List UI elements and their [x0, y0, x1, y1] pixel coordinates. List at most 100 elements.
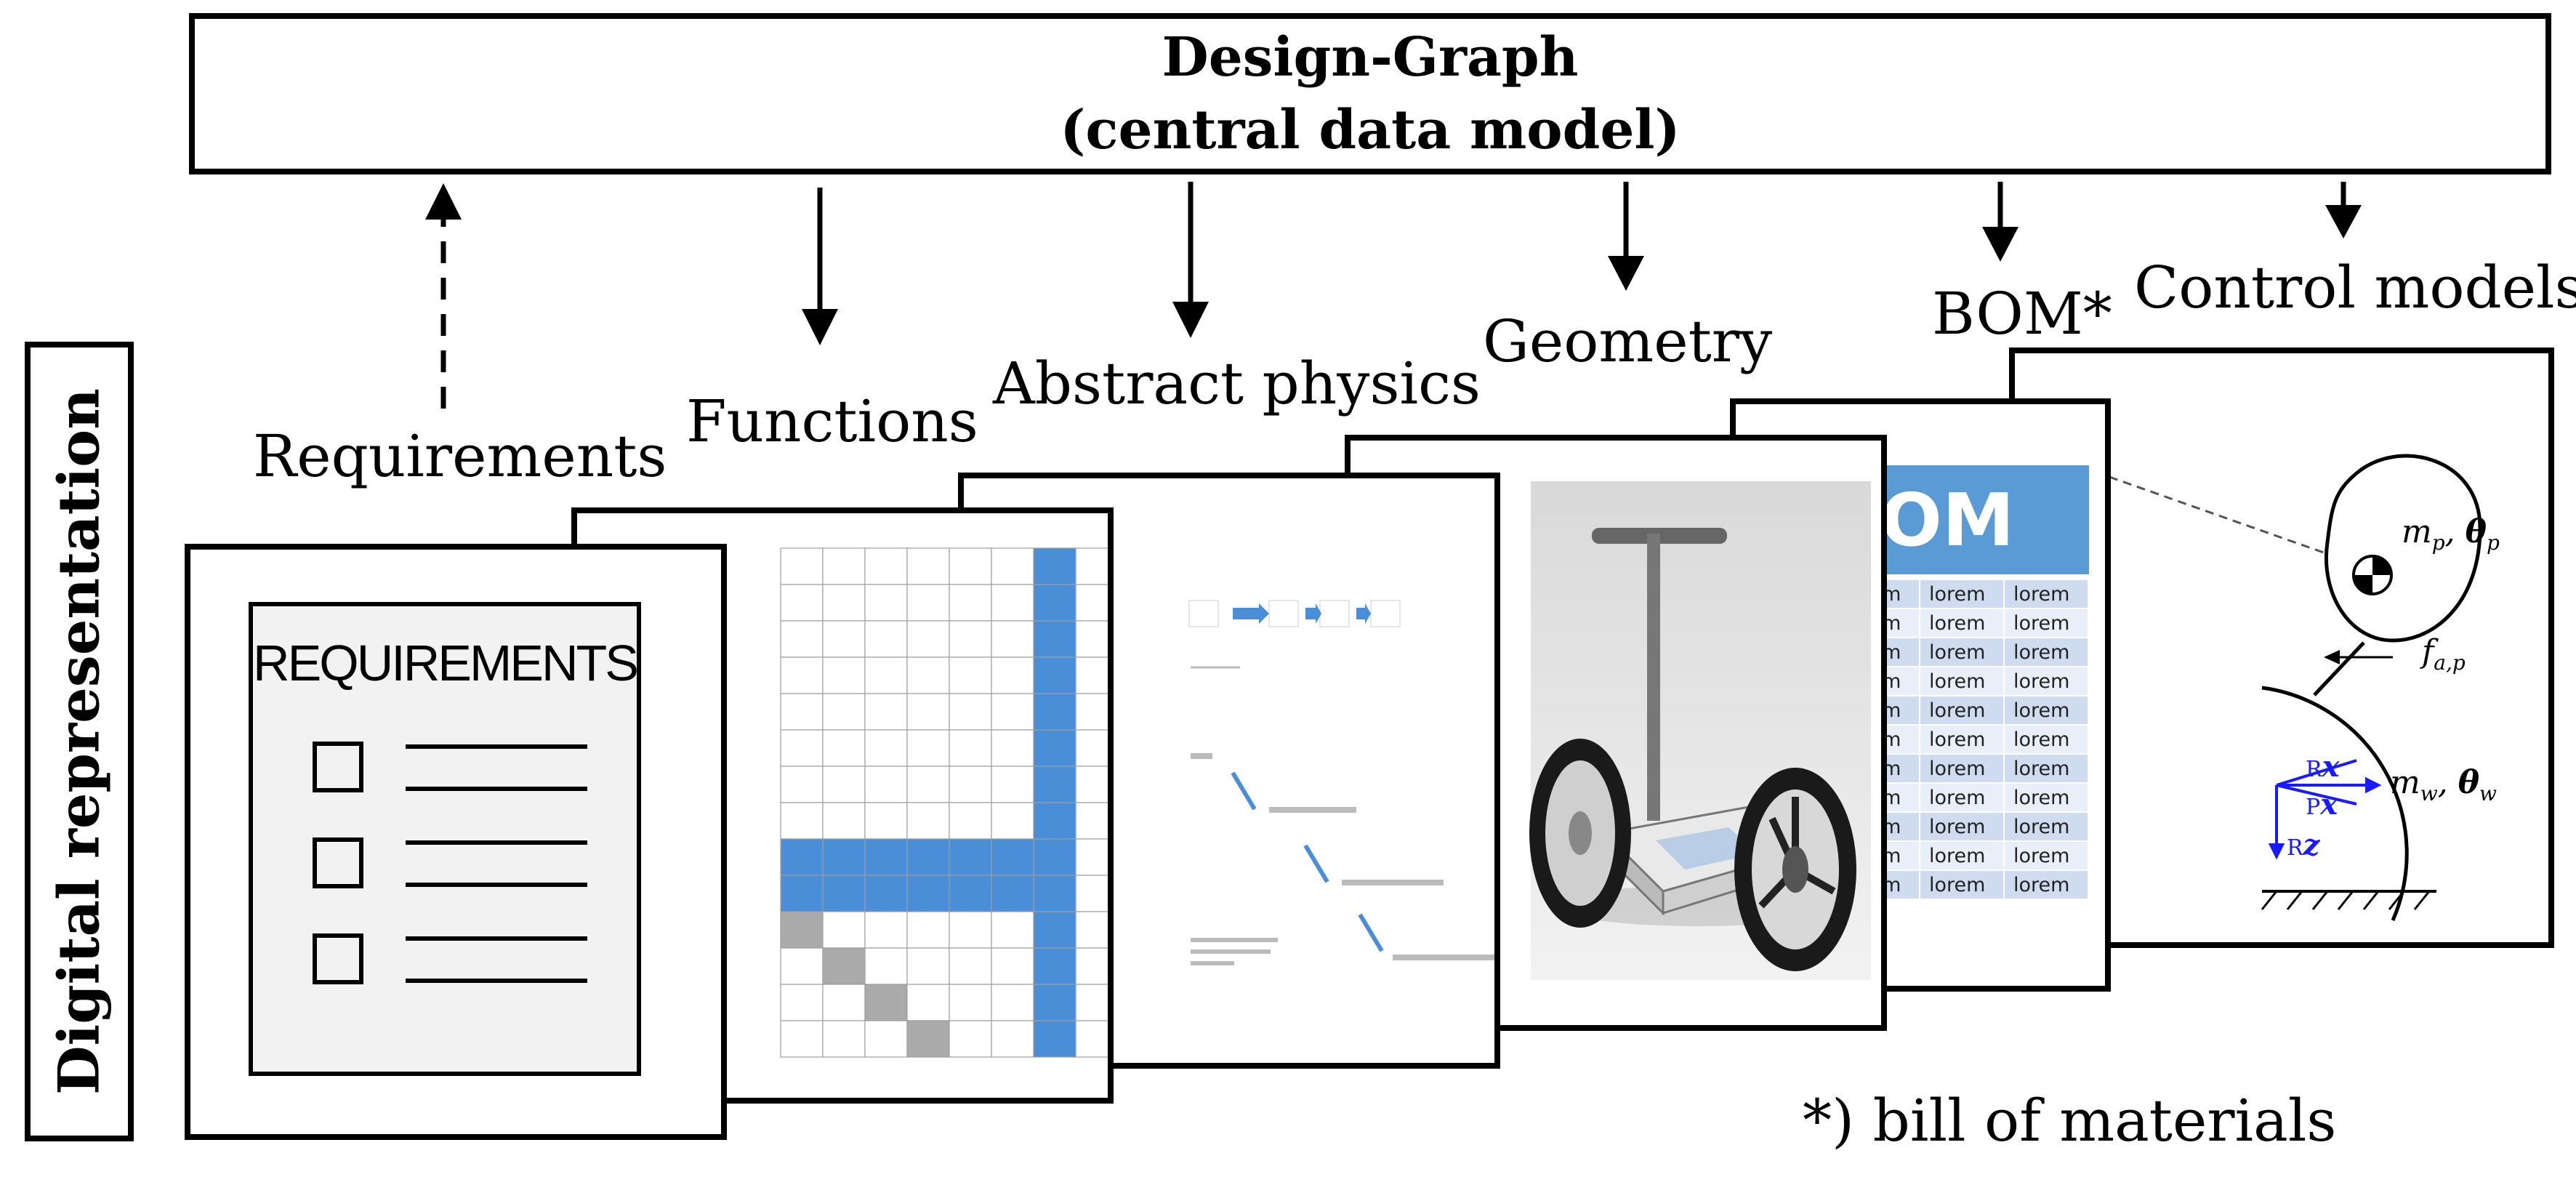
- function-cell: [1075, 729, 1108, 767]
- function-cell: [1033, 620, 1076, 658]
- bom-cell: lorem: [1919, 869, 2005, 900]
- function-cell: [906, 875, 950, 912]
- function-cell: [1075, 1020, 1108, 1058]
- function-cell: [1033, 911, 1076, 949]
- label-geometry: Geometry: [1483, 308, 1773, 375]
- bom-cell: lorem: [2003, 782, 2089, 813]
- bom-cell: lorem: [1919, 840, 2005, 871]
- control-model-illustration: mp, θp fa,p mw, θw Rx Px Rz: [2109, 454, 2500, 921]
- function-cell: [949, 947, 992, 985]
- bom-cell: lorem: [1919, 724, 2005, 755]
- function-cell: [991, 984, 1034, 1021]
- label-requirements: Requirements: [253, 422, 667, 490]
- function-cell: [864, 911, 908, 949]
- text-line: [406, 979, 587, 983]
- function-cell: [906, 729, 950, 767]
- control-fap: fa,p: [2420, 633, 2466, 675]
- requirements-card: REQUIREMENTS: [185, 544, 727, 1140]
- function-cell: [822, 547, 866, 585]
- function-cell: [822, 693, 866, 731]
- function-cell: [780, 656, 824, 694]
- checkbox-1: [313, 742, 363, 792]
- function-cell: [906, 766, 950, 803]
- function-cell: [1033, 947, 1076, 985]
- function-cell: [864, 1020, 908, 1058]
- bom-cell: lorem: [2003, 811, 2089, 842]
- requirements-doc-title: REQUIREMENTS: [253, 635, 639, 691]
- geometry-card: [1345, 435, 1887, 1031]
- function-cell: [1033, 584, 1076, 622]
- label-bom: BOM*: [1932, 280, 2112, 348]
- function-cell: [864, 693, 908, 731]
- text-line: [406, 936, 587, 941]
- text-line: [406, 744, 587, 749]
- function-cell: [822, 1020, 866, 1058]
- label-control-models: Control models: [2134, 254, 2576, 321]
- function-cell: [1075, 547, 1108, 585]
- function-cell: [991, 802, 1034, 840]
- function-cell: [822, 584, 866, 622]
- label-functions: Functions: [686, 387, 978, 455]
- function-cell: [906, 547, 950, 585]
- function-cell: [1033, 984, 1076, 1021]
- function-cell: [1033, 656, 1076, 694]
- function-cell: [864, 729, 908, 767]
- function-cell: [780, 947, 824, 985]
- bom-cell: lorem: [1919, 579, 2005, 609]
- bom-cell: lorem: [2003, 840, 2089, 871]
- control-rz: Rz: [2287, 828, 2321, 862]
- requirements-document: REQUIREMENTS: [249, 602, 641, 1076]
- function-cell: [1075, 875, 1108, 912]
- function-cell: [949, 1020, 992, 1058]
- function-cell: [864, 547, 908, 585]
- bom-cell: lorem: [2003, 579, 2089, 609]
- function-cell: [822, 875, 866, 912]
- function-cell: [1033, 802, 1076, 840]
- function-cell: [991, 947, 1034, 985]
- function-cell: [780, 1020, 824, 1058]
- function-cell: [949, 984, 992, 1021]
- function-cell: [906, 693, 950, 731]
- function-cell: [780, 766, 824, 803]
- function-cell: [949, 766, 992, 803]
- abstract-physics-sketch: [1188, 600, 1494, 965]
- bom-cell: lorem: [2003, 753, 2089, 784]
- function-cell: [1033, 1020, 1076, 1058]
- function-cell: [780, 838, 824, 876]
- bom-cell: lorem: [2003, 666, 2089, 696]
- function-cell: [1075, 838, 1108, 876]
- functions-table-sketch: [780, 547, 1108, 1058]
- function-cell: [1075, 802, 1108, 840]
- function-cell: [864, 947, 908, 985]
- control-mp: mp, θp: [2402, 513, 2500, 555]
- function-cell: [906, 620, 950, 658]
- function-cell: [1033, 838, 1076, 876]
- function-cell: [822, 911, 866, 949]
- function-cell: [949, 875, 992, 912]
- bom-cell: lorem: [1919, 811, 2005, 842]
- arrowhead-abstract-physics: [1172, 302, 1209, 338]
- bom-cell: lorem: [2003, 608, 2089, 638]
- function-cell: [949, 838, 992, 876]
- function-cell: [864, 584, 908, 622]
- function-cell: [991, 620, 1034, 658]
- checkbox-3: [313, 933, 363, 984]
- function-cell: [822, 620, 866, 658]
- function-cell: [1075, 620, 1108, 658]
- text-line: [406, 787, 587, 791]
- function-cell: [822, 802, 866, 840]
- function-cell: [822, 984, 866, 1021]
- design-graph-subtitle: (central data model): [1060, 99, 1681, 161]
- segway-image: [1529, 481, 1871, 980]
- function-cell: [991, 875, 1034, 912]
- function-cell: [864, 766, 908, 803]
- function-cell: [906, 1020, 950, 1058]
- digital-representation-box: Digital representation: [25, 342, 134, 1141]
- label-abstract-physics: Abstract physics: [993, 350, 1481, 417]
- control-px: Px: [2306, 787, 2338, 822]
- function-cell: [906, 984, 950, 1021]
- function-cell: [822, 947, 866, 985]
- function-cell: [780, 620, 824, 658]
- function-cell: [1075, 947, 1108, 985]
